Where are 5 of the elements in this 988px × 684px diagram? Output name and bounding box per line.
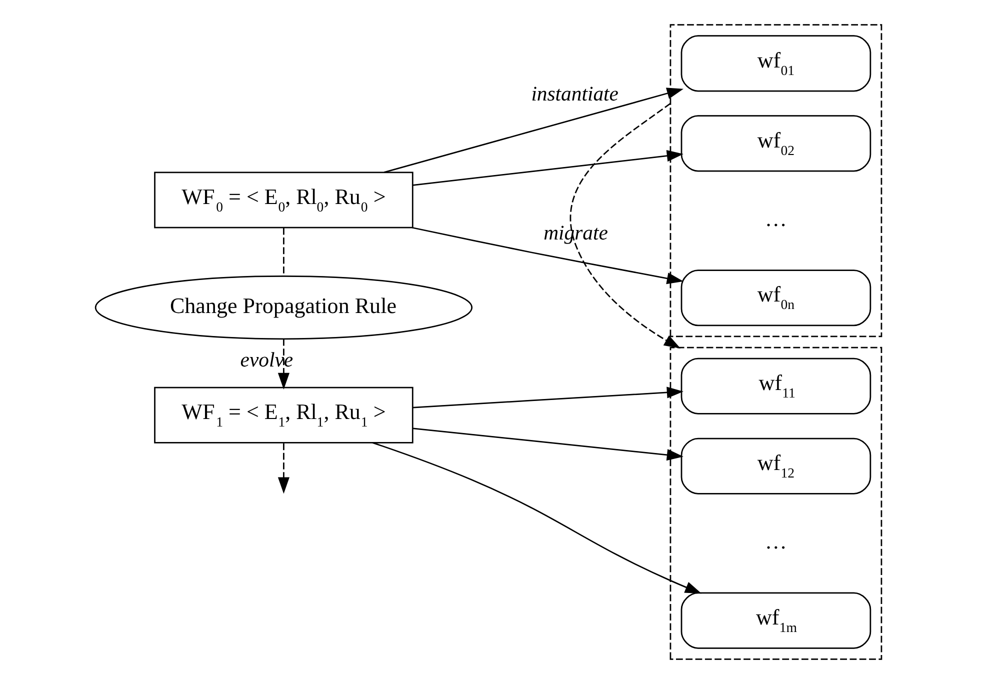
label: … (764, 528, 787, 554)
edge-label: migrate (544, 222, 608, 244)
edge-label: evolve (240, 350, 294, 372)
label: … (764, 206, 787, 231)
edge-label: instantiate (531, 84, 618, 106)
